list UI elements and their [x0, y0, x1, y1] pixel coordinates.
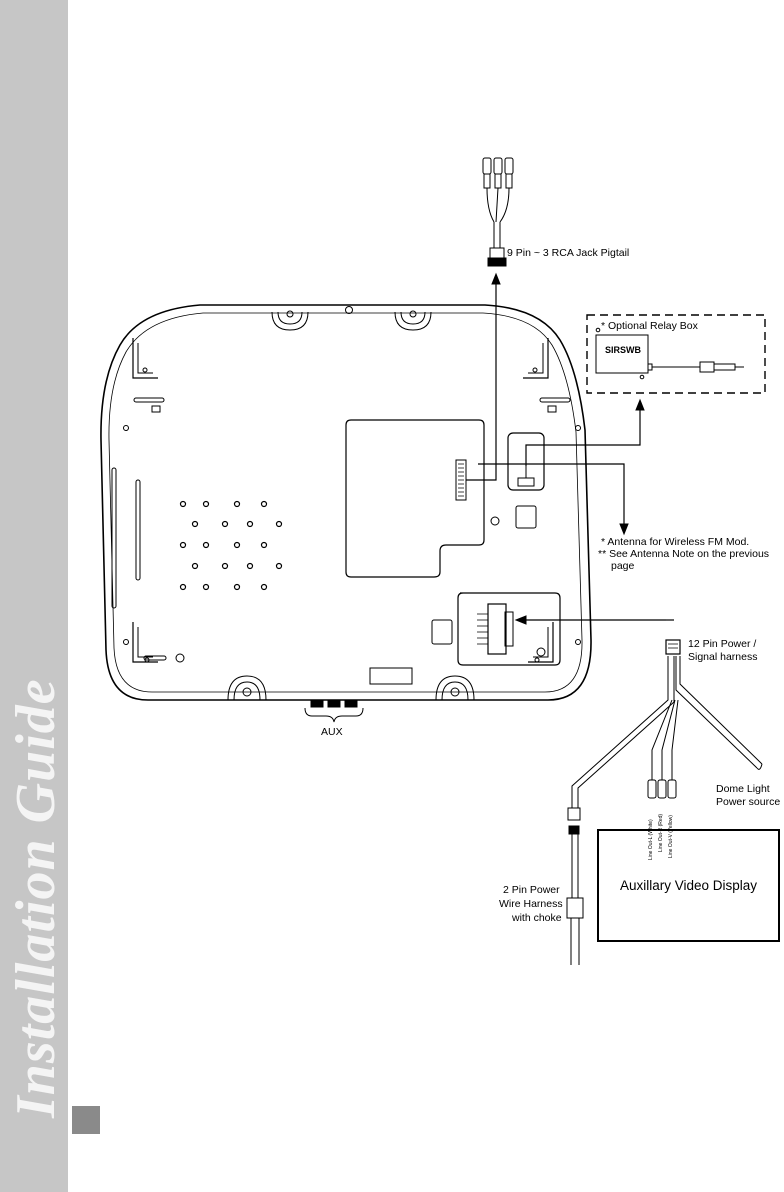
twelve-pin-connector	[665, 639, 681, 655]
antenna-socket	[507, 432, 545, 491]
video-display-box: Auxillary Video Display	[597, 829, 780, 942]
label-relay-model: SIRSWB	[605, 345, 641, 355]
label-power-harness-1: 12 Pin Power /	[688, 638, 757, 650]
label-power-harness-2: Signal harness	[688, 651, 758, 663]
label-wire-harness-1: 2 Pin Power	[503, 884, 560, 896]
label-antenna-3: page	[611, 560, 635, 572]
aux-jacks	[310, 700, 358, 708]
label-dome-light-1: Dome Light	[716, 783, 770, 795]
top-tab-left	[271, 311, 309, 331]
bottom-tab-right	[435, 675, 475, 701]
rca-pigtail	[482, 157, 514, 267]
label-relay-box: * Optional Relay Box	[601, 320, 698, 332]
relay-box-outline	[586, 314, 766, 394]
center-panel	[345, 419, 485, 578]
wire-to-rca	[651, 699, 679, 780]
label-aux: AUX	[321, 726, 343, 738]
label-antenna-2: ** See Antenna Note on the previous	[598, 548, 770, 560]
bottom-tab-left	[227, 675, 267, 701]
label-wire-harness-2: Wire Harness	[499, 898, 563, 910]
label-video-display: Auxillary Video Display	[619, 878, 758, 893]
choke	[566, 897, 584, 919]
sidebar-band: Installation Guide	[0, 0, 68, 1192]
label-dome-light-2: Power source	[716, 796, 781, 808]
label-antenna-1: * Antenna for Wireless FM Mod.	[601, 536, 750, 548]
unit-inner-rim	[108, 312, 583, 693]
page-marker	[72, 1106, 100, 1134]
vent-hole-array	[179, 500, 283, 591]
power-connector-bay	[457, 592, 561, 666]
unit-housing	[100, 304, 592, 701]
top-tab-right	[394, 311, 432, 331]
wire-to-2pin	[571, 656, 675, 808]
label-wire-harness-3: with choke	[512, 912, 562, 924]
label-rca-pigtail: 9 Pin ~ 3 RCA Jack Pigtail	[507, 247, 630, 259]
aux-bracket	[304, 707, 364, 723]
wire-to-dome-light	[675, 656, 763, 769]
